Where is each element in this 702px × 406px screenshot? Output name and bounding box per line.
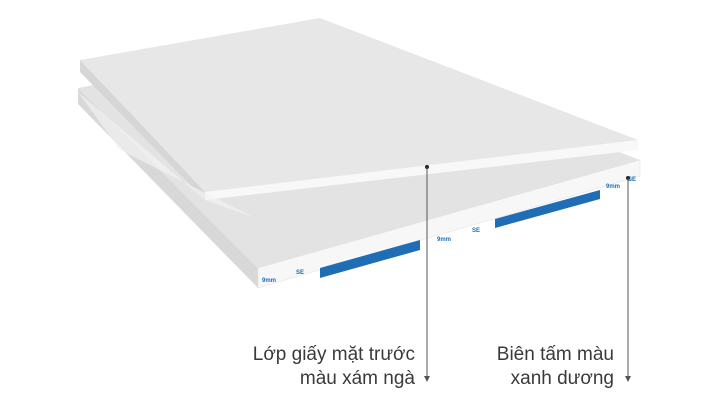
label-line: màu xám ngà <box>299 368 415 389</box>
label-line: Biên tấm màu <box>496 344 614 365</box>
svg-text:SE: SE <box>296 270 304 276</box>
blue-edge-stripe <box>320 240 420 278</box>
label-line: Lớp giấy mặt trước <box>252 344 415 365</box>
callout-front-paper <box>424 165 430 382</box>
blue-edge-label: Biên tấm màu xanh dương <box>450 343 614 391</box>
svg-text:SE: SE <box>628 177 636 183</box>
blue-edge-stripe <box>495 190 600 228</box>
svg-text:SE: SE <box>472 228 480 234</box>
upper-board <box>78 18 638 218</box>
front-paper-label: Lớp giấy mặt trước màu xám ngà <box>195 343 415 391</box>
label-line: xanh dương <box>510 368 614 389</box>
svg-text:9mm: 9mm <box>606 184 620 190</box>
callout-blue-edge <box>625 176 631 382</box>
svg-text:9mm: 9mm <box>437 237 451 243</box>
svg-text:9mm: 9mm <box>262 278 276 284</box>
